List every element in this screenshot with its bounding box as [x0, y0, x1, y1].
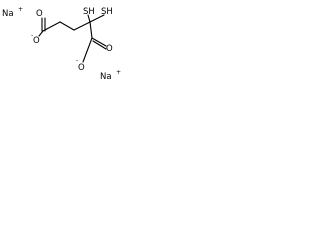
- bond-carbonyl-double-a: [91, 37, 107, 47]
- bond-c-carboxyl: [89, 21, 93, 39]
- bond-c-o-anion: [82, 37, 93, 63]
- bond-chain-2: [59, 21, 75, 31]
- sodium-left-charge: +: [18, 6, 23, 13]
- sodium-right: Na: [100, 72, 112, 82]
- chemical-structure-diagram: Na + O O - SH SH O O - Na +: [2, 6, 121, 82]
- bond-left-c-o-anion: [38, 30, 44, 37]
- bond-chain-3: [73, 21, 91, 31]
- sodium-left: Na: [2, 9, 14, 19]
- oxygen-left-charge: -: [31, 32, 33, 39]
- oxygen-right-carbonyl: O: [106, 44, 113, 54]
- oxygen-right-anion: O: [78, 63, 85, 73]
- sodium-right-charge: +: [116, 69, 121, 76]
- thiol-2: SH: [101, 7, 113, 17]
- bond-chain-1: [42, 21, 61, 32]
- oxygen-left-carbonyl: O: [36, 9, 43, 19]
- oxygen-right-charge: -: [76, 57, 78, 64]
- bond-carbonyl-double-b: [92, 40, 107, 50]
- bond-c-sh1: [87, 14, 91, 23]
- thiol-1: SH: [83, 7, 95, 17]
- oxygen-left-anion: O: [33, 36, 40, 46]
- bond-c-sh2: [89, 14, 105, 23]
